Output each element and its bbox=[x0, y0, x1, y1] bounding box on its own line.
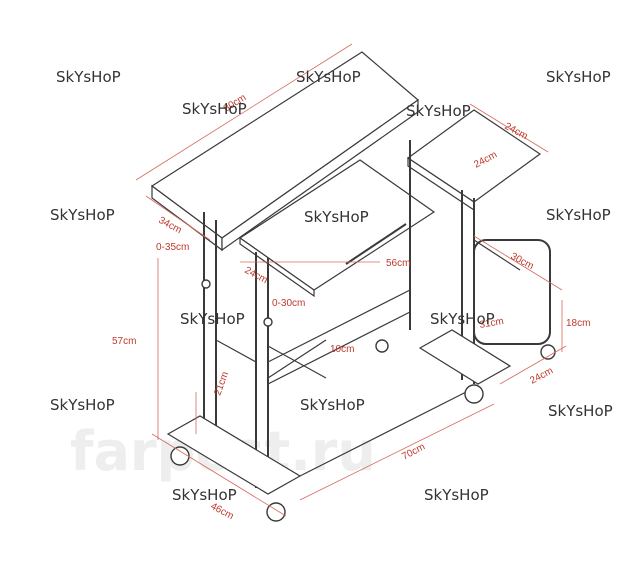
dim-line-top-length bbox=[135, 43, 353, 181]
watermark-9: SkYsHoP bbox=[180, 310, 245, 328]
dimension-lines bbox=[135, 43, 567, 517]
caster-basket bbox=[540, 344, 556, 360]
watermark-6: SkYsHoP bbox=[50, 206, 115, 224]
watermark-2: SkYsHoP bbox=[296, 68, 361, 86]
watermark-15: SkYsHoP bbox=[424, 486, 489, 504]
dim-line-base-length bbox=[299, 403, 495, 501]
label-basket-length: 31cm bbox=[479, 316, 505, 331]
dim-line-base-depth bbox=[151, 433, 287, 517]
side-shelf bbox=[406, 109, 542, 203]
watermark-11: SkYsHoP bbox=[50, 396, 115, 414]
main-tabletop-front bbox=[221, 98, 419, 252]
watermark-14: SkYsHoP bbox=[172, 486, 237, 504]
watermark-5: SkYsHoP bbox=[406, 102, 471, 120]
side-basket bbox=[473, 239, 551, 345]
watermark-1: SkYsHoP bbox=[56, 68, 121, 86]
label-tilt-length: 56cm bbox=[386, 258, 410, 269]
watermark-8: SkYsHoP bbox=[546, 206, 611, 224]
base-right bbox=[418, 329, 512, 385]
caster-back-left bbox=[375, 339, 389, 353]
watermark-3: SkYsHoP bbox=[546, 68, 611, 86]
front-crossbar-lower bbox=[267, 311, 411, 385]
label-total-height: 57cm bbox=[112, 336, 136, 347]
caster-back-right bbox=[464, 384, 484, 404]
side-rail bbox=[215, 339, 257, 363]
dim-line-shelf-width bbox=[469, 103, 549, 153]
brace-b bbox=[267, 345, 327, 379]
front-crossbar bbox=[267, 289, 411, 363]
label-basket-height: 18cm bbox=[566, 318, 590, 329]
dim-line-basket-depth bbox=[499, 345, 567, 385]
watermark-4: SkYsHoP bbox=[182, 100, 247, 118]
basket-rail bbox=[473, 239, 521, 271]
dim-line-top-depth bbox=[145, 195, 211, 241]
label-basket-depth: 24cm bbox=[528, 365, 555, 386]
label-crossbar-gap: 10cm bbox=[330, 344, 354, 355]
desk-frame bbox=[150, 51, 556, 522]
dim-line-basket-width bbox=[473, 235, 563, 291]
tilting-board-edge bbox=[239, 236, 315, 298]
board-ledge bbox=[345, 223, 407, 265]
watermarks: SkYsHoP SkYsHoP SkYsHoP SkYsHoP SkYsHoP … bbox=[50, 68, 613, 504]
watermark-10: SkYsHoP bbox=[430, 310, 495, 328]
watermark-13: SkYsHoP bbox=[548, 402, 613, 420]
brace-a bbox=[267, 339, 327, 379]
height-knob-left bbox=[201, 279, 211, 289]
label-base-length: 70cm bbox=[400, 441, 427, 462]
base-front bbox=[299, 387, 475, 477]
label-basket-width: 30cm bbox=[509, 251, 536, 272]
label-tilt-adjust: 0-30cm bbox=[272, 298, 305, 309]
label-top-height-adjust: 0-35cm bbox=[156, 242, 189, 253]
height-knob-right bbox=[263, 317, 273, 327]
caster-front-left bbox=[170, 446, 190, 466]
watermark-12: SkYsHoP bbox=[300, 396, 365, 414]
watermark-7: SkYsHoP bbox=[304, 208, 369, 226]
label-base-depth: 46cm bbox=[209, 501, 236, 522]
